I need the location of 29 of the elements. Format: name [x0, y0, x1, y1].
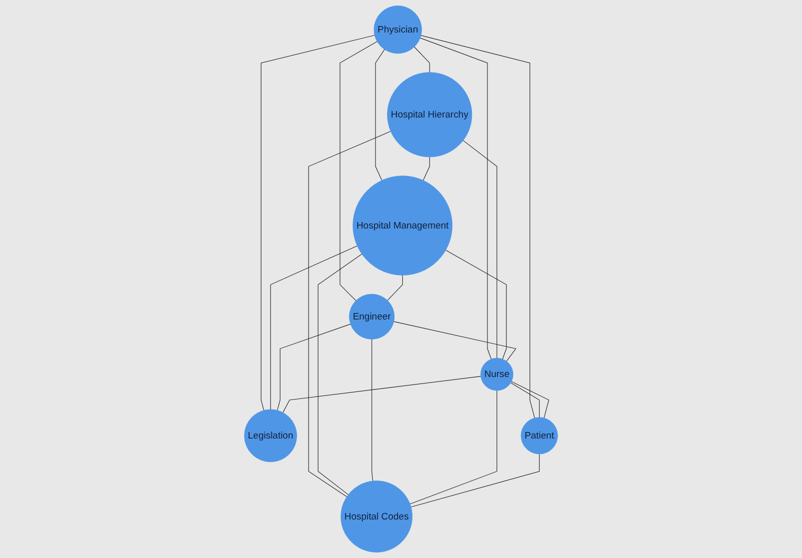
connector	[462, 140, 498, 358]
connector	[410, 390, 498, 504]
node-circle: Legislation	[244, 409, 298, 462]
node-circle: Nurse	[480, 358, 514, 391]
connector	[375, 49, 385, 181]
node-circle: Hospital Management	[352, 176, 452, 276]
connector	[422, 156, 430, 181]
connector	[394, 321, 516, 362]
connector	[318, 254, 362, 495]
connector	[277, 324, 351, 411]
node-circle: Patient	[520, 417, 558, 454]
connector	[511, 381, 550, 418]
connector	[387, 274, 403, 301]
connector	[282, 376, 482, 413]
node-circle: Hospital Hierarchy	[387, 72, 472, 158]
connector	[445, 250, 507, 360]
connector	[410, 454, 540, 508]
connector	[308, 131, 392, 498]
connector	[420, 38, 492, 360]
connector	[260, 34, 375, 411]
connector	[372, 338, 374, 482]
node-circle: Engineer	[349, 294, 395, 340]
connector	[340, 41, 378, 301]
connector	[414, 46, 430, 73]
connector	[510, 382, 540, 418]
node-circle: Physician	[374, 6, 422, 54]
connector	[420, 35, 535, 418]
connector	[270, 246, 358, 410]
node-circle: Hospital Codes	[340, 480, 412, 552]
